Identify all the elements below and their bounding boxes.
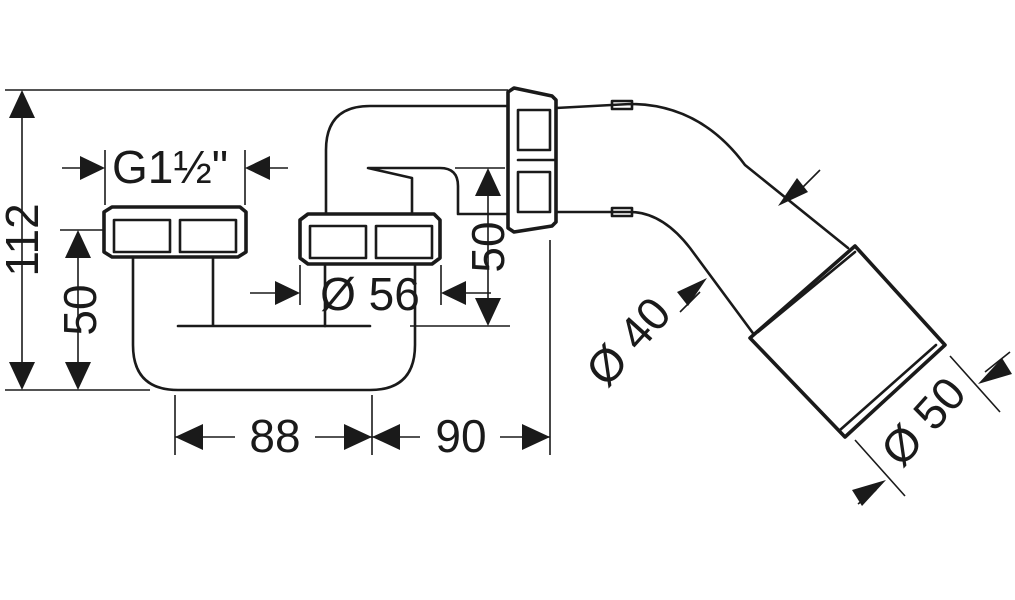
label-overall-height: 112 bbox=[0, 203, 48, 276]
label-diameter-56: Ø 56 bbox=[320, 268, 420, 320]
upper-arch-outer bbox=[324, 104, 512, 216]
label-length-90: 90 bbox=[435, 410, 486, 462]
upper-arch-inner bbox=[366, 166, 512, 216]
label-inlet-height: 50 bbox=[54, 284, 106, 335]
label-length-88: 88 bbox=[249, 410, 300, 462]
center-union-nut bbox=[298, 212, 442, 266]
outlet-union-nut bbox=[506, 86, 558, 234]
siphon-body bbox=[102, 86, 947, 439]
label-thread-size: G1½" bbox=[112, 141, 228, 193]
outlet-elbow-pipe bbox=[554, 99, 850, 342]
dimension-lines bbox=[5, 89, 1012, 506]
reducer-sleeve bbox=[748, 244, 947, 439]
u-bend-outline bbox=[131, 253, 417, 392]
label-diameter-40: Ø 40 bbox=[575, 287, 680, 396]
left-union-nut bbox=[102, 205, 248, 259]
label-outlet-drop: 50 bbox=[462, 221, 514, 272]
